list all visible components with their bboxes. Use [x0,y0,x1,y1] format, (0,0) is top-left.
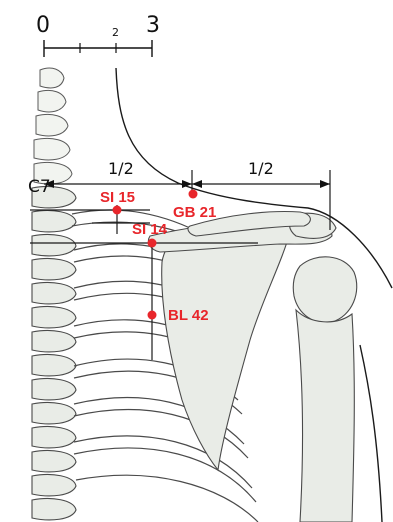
humeral-head [293,257,357,323]
spine [32,68,76,520]
scapula [162,227,290,470]
point-label-si14: SI 14 [132,221,168,238]
arm-outline [360,345,382,522]
point-marker-gb21 [189,190,198,199]
point-marker-si15 [113,206,122,215]
point-label-si15: SI 15 [100,189,135,206]
scale-label-mid: 2 [112,26,119,39]
measure-right-fraction: 1/2 [248,159,274,178]
measure-left-fraction: 1/2 [108,159,134,178]
point-marker-si14 [148,239,157,248]
point-label-bl42: BL 42 [168,307,209,324]
point-label-gb21: GB 21 [173,204,216,221]
cun-scale: 0 2 3 [36,13,160,57]
humerus-shaft [296,310,354,522]
vertebra-label-c7: C7 [28,177,51,197]
point-marker-bl42 [148,311,157,320]
scale-label-start: 0 [36,13,50,38]
scale-label-end: 3 [146,13,160,38]
